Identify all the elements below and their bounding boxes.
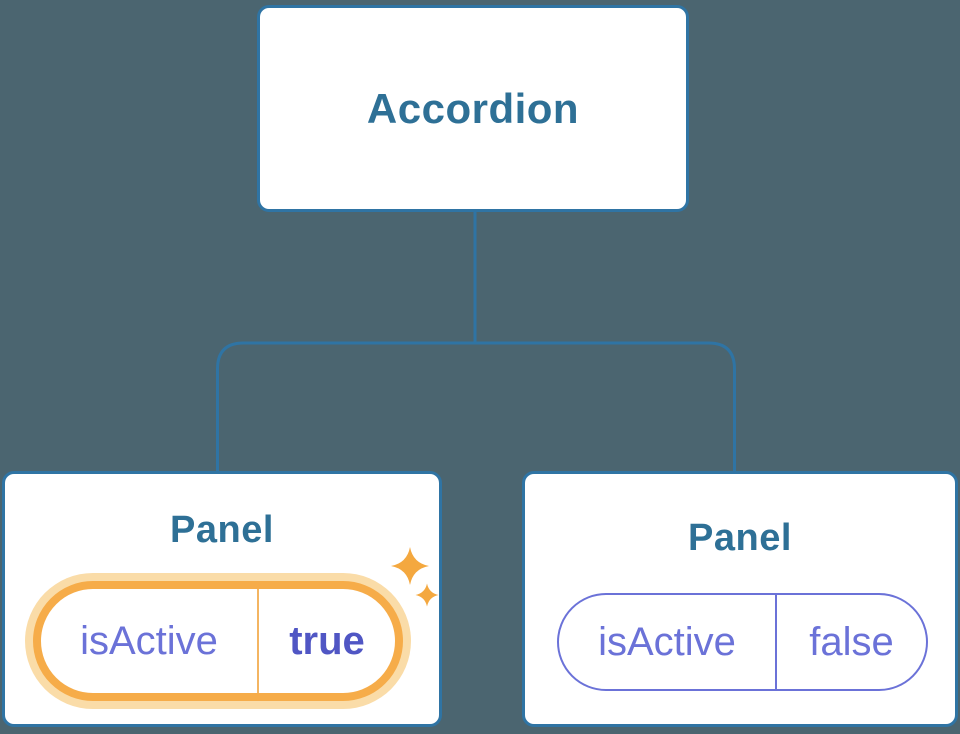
accordion-label: Accordion — [366, 84, 580, 132]
state-value-label: true — [289, 618, 365, 663]
state-key-label: isActive — [598, 619, 736, 664]
sparkle-small — [415, 583, 439, 607]
panel-title: Panel — [688, 517, 792, 559]
pill-divider — [257, 589, 259, 693]
accordion-node: Accordion — [257, 5, 689, 212]
panel-node-inactive: Panel isActive false — [522, 471, 958, 727]
state-pill-inactive: isActive false — [557, 593, 928, 691]
sparkles-icon — [391, 547, 439, 607]
pill-divider — [775, 595, 777, 689]
state-value-label: false — [809, 619, 894, 664]
sparkle-large — [391, 547, 429, 585]
connector-branch — [216, 341, 736, 471]
panel-node-active: Panel isActive true — [2, 471, 442, 727]
state-key-label: isActive — [80, 618, 218, 663]
state-pill-active: isActive true — [33, 581, 403, 701]
panel-title: Panel — [170, 509, 274, 551]
